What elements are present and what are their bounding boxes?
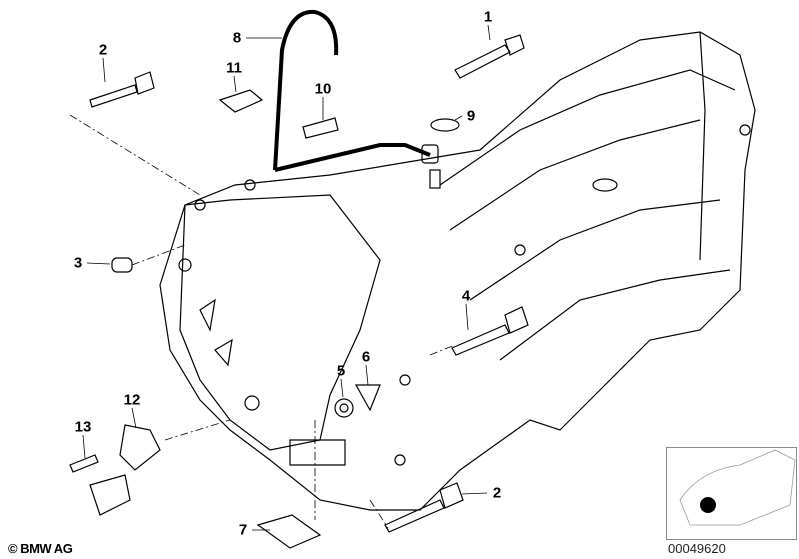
screw-13 [69, 454, 99, 473]
callout-8[interactable]: 8 [232, 29, 242, 47]
callout-12[interactable]: 12 [123, 391, 141, 409]
bolt-2-bottom [384, 482, 464, 533]
copyright-text: © BMW AG [8, 541, 73, 556]
callout-7[interactable]: 7 [238, 521, 248, 539]
bolt-1 [454, 34, 525, 79]
clamp-9 [430, 118, 460, 132]
callout-6[interactable]: 6 [361, 348, 371, 366]
callout-13[interactable]: 13 [74, 418, 92, 436]
callout-11[interactable]: 11 [226, 59, 242, 77]
bolt-4 [451, 306, 529, 356]
clip-11 [218, 89, 264, 113]
washer-6 [354, 384, 381, 412]
callout-4[interactable]: 4 [461, 287, 471, 305]
image-code: 00049620 [668, 541, 726, 556]
callout-1[interactable]: 1 [483, 8, 493, 26]
callout-9[interactable]: 9 [466, 107, 476, 125]
clip-10 [302, 117, 339, 139]
sleeve-3 [111, 257, 133, 273]
sensor-12 [119, 424, 161, 471]
bolt-2-top [89, 71, 155, 108]
vehicle-location-thumbnail [666, 447, 797, 540]
callout-10[interactable]: 10 [314, 80, 332, 98]
nut-5 [334, 398, 354, 418]
callout-2[interactable]: 2 [492, 484, 502, 502]
callout-2[interactable]: 2 [98, 41, 108, 59]
callout-5[interactable]: 5 [336, 362, 346, 380]
callout-3[interactable]: 3 [73, 254, 83, 272]
cover-7 [256, 514, 322, 549]
